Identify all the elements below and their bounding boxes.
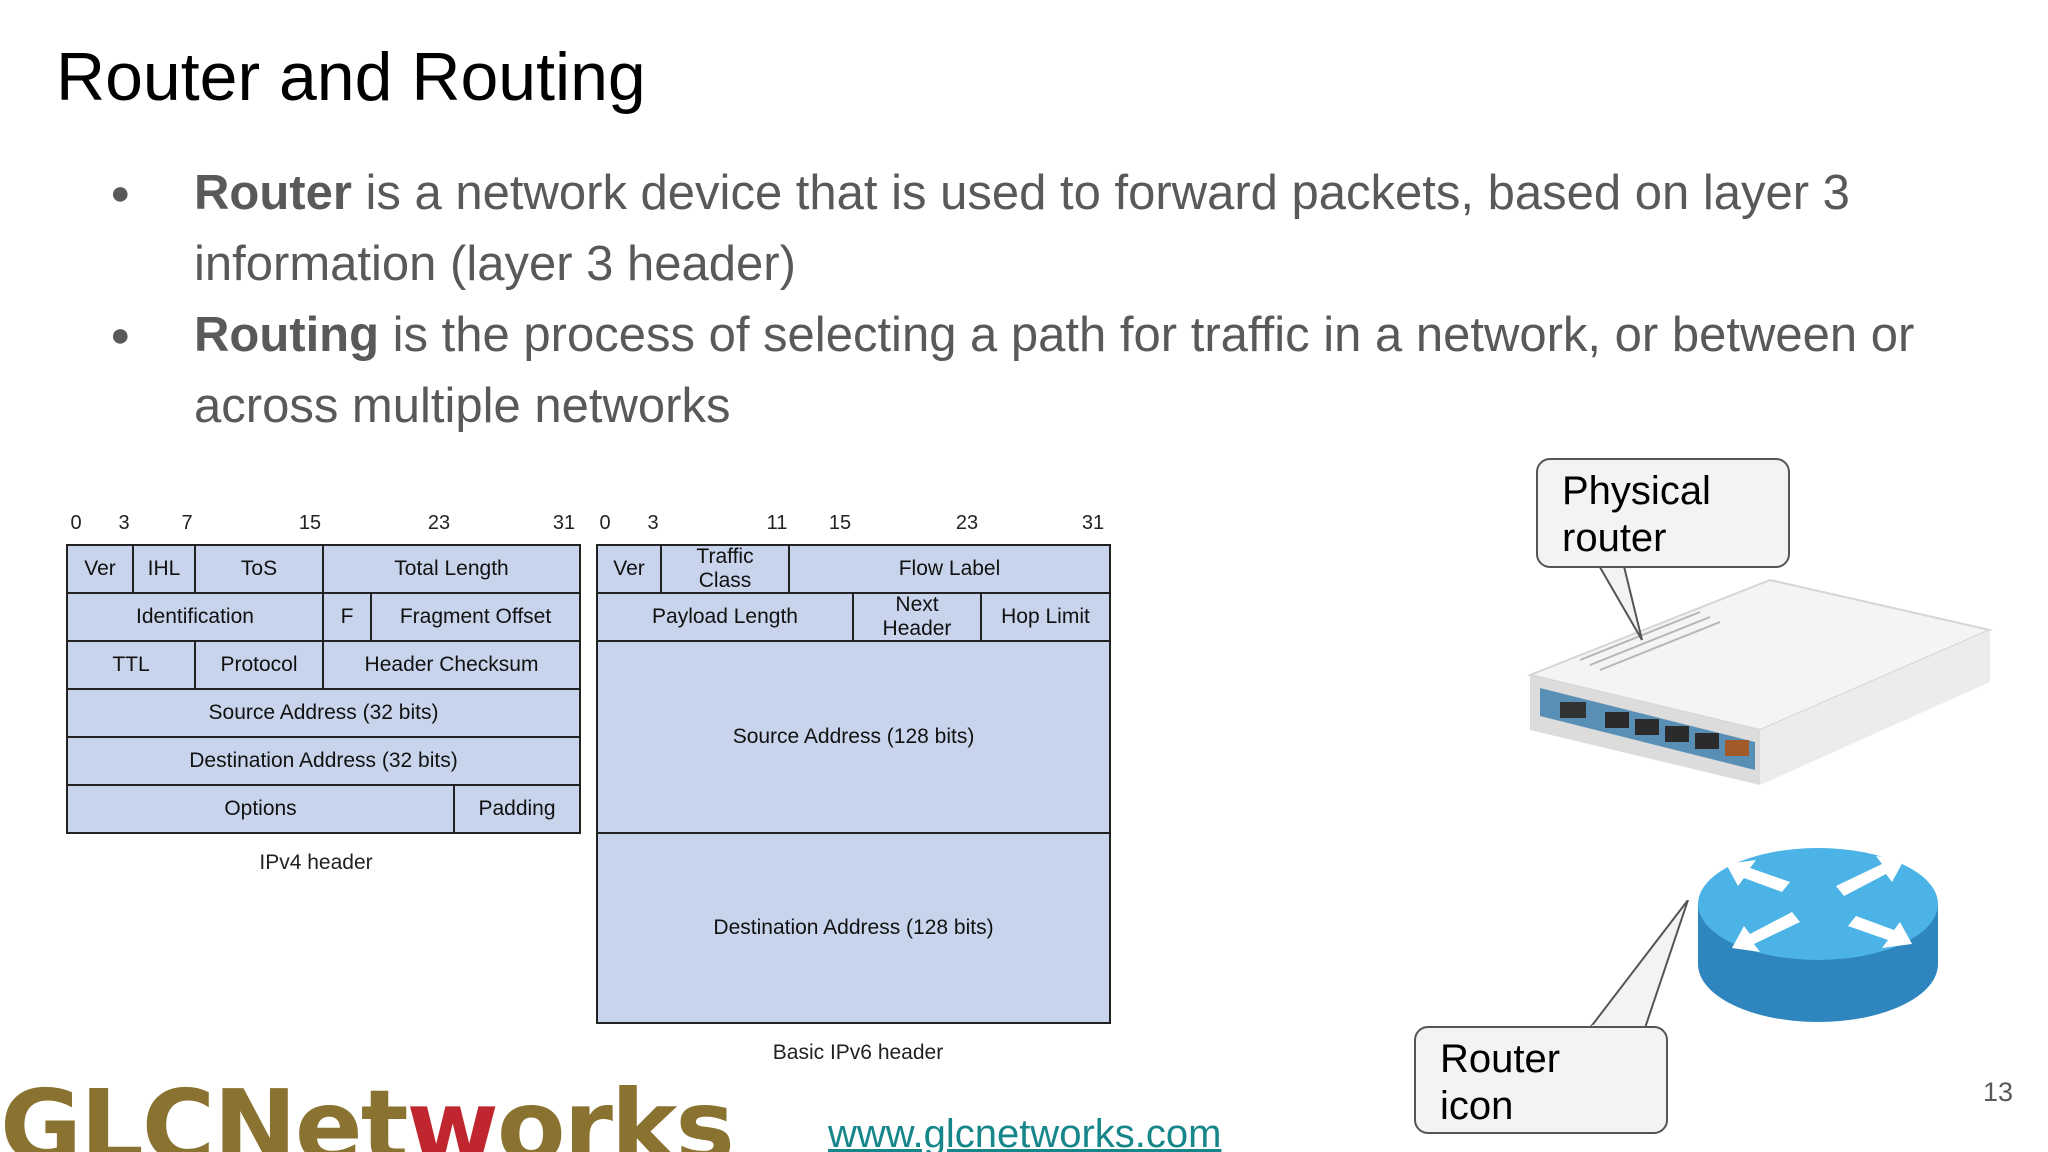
- bit-label: 3: [647, 512, 659, 534]
- callout-physical-router: Physical router: [1536, 458, 1790, 568]
- router-icon: [1698, 848, 1938, 1022]
- bit-label: 0: [70, 512, 82, 534]
- bit-label: 7: [181, 512, 193, 534]
- bit-label: 23: [955, 512, 979, 534]
- ipv6-traffic-class-line1: Traffic: [696, 545, 754, 568]
- ipv4-total-length: Total Length: [324, 546, 579, 594]
- callout-router-icon: Router icon: [1414, 1026, 1668, 1134]
- ipv6-flow-label: Flow Label: [790, 546, 1109, 594]
- bullet-dot-icon: ●: [110, 316, 131, 354]
- ipv4-header-checksum: Header Checksum: [324, 642, 579, 690]
- glcnetworks-logo: GLCNetworks: [0, 1068, 735, 1152]
- ipv6-next-header-line2: Header: [882, 617, 952, 640]
- ipv6-destination-address: Destination Address (128 bits): [713, 916, 994, 939]
- page-number: 13: [1983, 1077, 2014, 1107]
- bullet-text: is the process of selecting a path for t…: [194, 308, 1915, 433]
- ipv6-next-header: Next Header: [854, 593, 982, 642]
- bit-label: 0: [599, 512, 611, 534]
- bullet-list: ● Router is a network device that is use…: [108, 158, 1988, 442]
- bullet-term: Routing: [194, 308, 380, 362]
- callout-line: router: [1562, 516, 1667, 560]
- bit-label: 3: [118, 512, 130, 534]
- callout-tail-icon: [1587, 900, 1689, 1029]
- callout-line: Router: [1440, 1037, 1561, 1081]
- ipv4-flags: F: [324, 594, 372, 642]
- bullet-routing: ● Routing is the process of selecting a …: [108, 300, 1988, 442]
- bit-label: 31: [1081, 512, 1105, 534]
- bit-label: 23: [427, 512, 451, 534]
- ipv4-source-address: Source Address (32 bits): [68, 690, 579, 738]
- logo-text-end: orks: [496, 1068, 735, 1152]
- ipv6-ver: Ver: [598, 546, 662, 594]
- ipv4-tos: ToS: [196, 546, 324, 594]
- bit-label: 15: [298, 512, 322, 534]
- ipv4-fragment-offset: Fragment Offset: [372, 594, 579, 642]
- ipv4-ihl: IHL: [134, 546, 196, 594]
- callout-line: icon: [1440, 1084, 1514, 1128]
- logo-text-accent: w: [406, 1068, 499, 1152]
- ipv6-source-address: Source Address (128 bits): [598, 642, 1109, 834]
- ipv4-options: Options: [68, 786, 455, 832]
- bullet-text: is a network device that is used to forw…: [194, 166, 1850, 291]
- ipv4-caption: IPv4 header: [259, 851, 373, 874]
- ipv4-destination-address: Destination Address (32 bits): [68, 738, 579, 786]
- logo-text-main: GLCNet: [0, 1068, 409, 1152]
- bullet-term: Router: [194, 166, 352, 220]
- ipv6-traffic-class-line2: Class: [698, 569, 752, 592]
- ipv4-ttl: TTL: [68, 642, 196, 690]
- bit-label: 11: [766, 512, 788, 534]
- ipv4-ver: Ver: [68, 546, 134, 594]
- ipv6-next-header-line1: Next: [895, 593, 939, 616]
- ipv6-traffic-class: Traffic Class: [662, 545, 790, 594]
- physical-router-image: [1526, 578, 1994, 785]
- bullet-router: ● Router is a network device that is use…: [108, 158, 1988, 300]
- ipv6-payload-length: Payload Length: [598, 594, 854, 642]
- bit-label: 15: [828, 512, 852, 534]
- callout-line: Physical: [1562, 469, 1711, 513]
- bit-label: 31: [552, 512, 576, 534]
- ipv4-identification: Identification: [68, 594, 324, 642]
- ipv4-header-table: Ver IHL ToS Total Length Identification …: [66, 544, 581, 834]
- ipv4-protocol: Protocol: [196, 642, 324, 690]
- website-link[interactable]: www.glcnetworks.com: [828, 1112, 1222, 1152]
- slide-title: Router and Routing: [56, 39, 646, 115]
- ipv4-padding: Padding: [478, 797, 556, 820]
- ipv6-caption: Basic IPv6 header: [772, 1041, 944, 1064]
- ipv6-hop-limit: Hop Limit: [982, 594, 1109, 642]
- bullet-dot-icon: ●: [110, 174, 131, 212]
- ipv6-header-table: Ver Traffic Class Flow Label Payload Len…: [596, 544, 1111, 1024]
